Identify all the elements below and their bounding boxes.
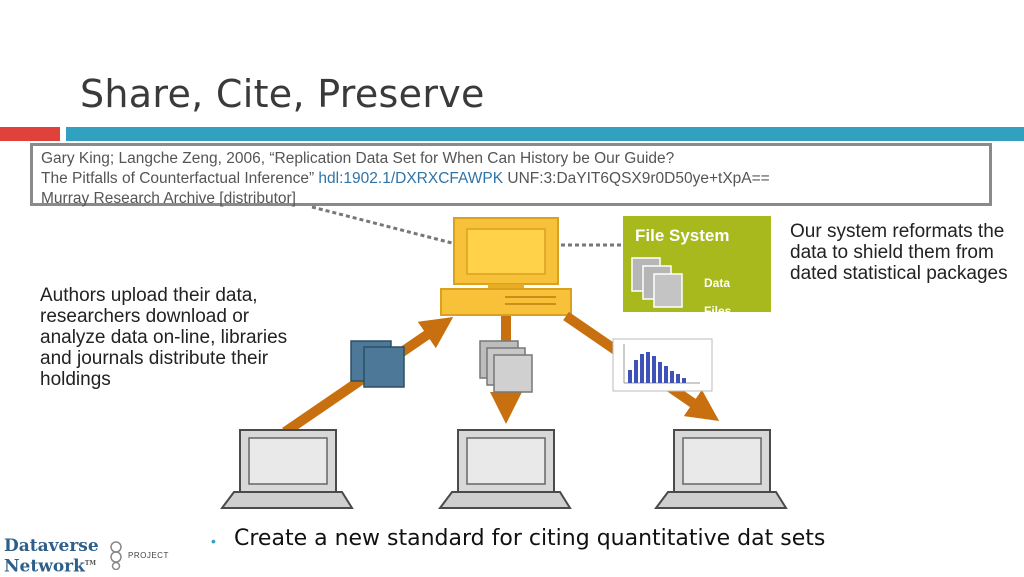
dotted-connector-citation (311, 205, 453, 245)
data-files-label-line-2: Files (704, 304, 732, 318)
accent-bar-red (0, 127, 60, 141)
bullet-text: Create a new standard for citing quantit… (234, 526, 826, 551)
analysis-chart-thumbnail (612, 338, 713, 392)
logo-project-label: PROJECT (128, 551, 169, 560)
laptop-icon-center (438, 429, 572, 509)
laptop-icon-left (220, 429, 354, 509)
logo-word-network-text: Network (4, 556, 85, 577)
data-files-icon (631, 257, 683, 308)
logo-trademark: TM (84, 560, 97, 567)
accent-bar-blue (66, 127, 1024, 141)
logo-word-network: NetworkTM (4, 555, 99, 576)
data-files-label-line-1: Data (704, 276, 730, 290)
citation-unf: UNF:3:DaYIT6QSX9r0D50ye+tXpA== (503, 170, 770, 187)
uploaded-document-icon (350, 340, 405, 388)
right-caption: Our system reformats the data to shield … (790, 221, 1008, 284)
citation-box: Gary King; Langche Zeng, 2006, “Replicat… (30, 143, 992, 207)
citation-line-2-prefix: The Pitfalls of Counterfactual Inference… (41, 170, 319, 187)
left-caption: Authors upload their data, researchers d… (40, 285, 288, 390)
logo-chain-icon (110, 541, 122, 570)
dataverse-logo: Dataverse NetworkTM PROJECT (4, 536, 168, 576)
downloaded-document-icon (479, 340, 533, 393)
laptop-icon-right (654, 429, 788, 509)
server-computer-icon (440, 217, 572, 316)
logo-word-dataverse: Dataverse (4, 536, 99, 556)
slide-title: Share, Cite, Preserve (80, 72, 485, 116)
citation-line-2: The Pitfalls of Counterfactual Inference… (41, 169, 981, 189)
citation-handle-link[interactable]: hdl:1902.1/DXRXCFAWPK (318, 170, 504, 187)
bullet-marker: • (211, 533, 216, 549)
citation-line-3: Murray Research Archive [distributor] (41, 190, 296, 207)
citation-line-1: Gary King; Langche Zeng, 2006, “Replicat… (41, 150, 675, 167)
file-system-box: File System Data Files (623, 216, 771, 318)
file-system-label: File System (635, 226, 730, 245)
